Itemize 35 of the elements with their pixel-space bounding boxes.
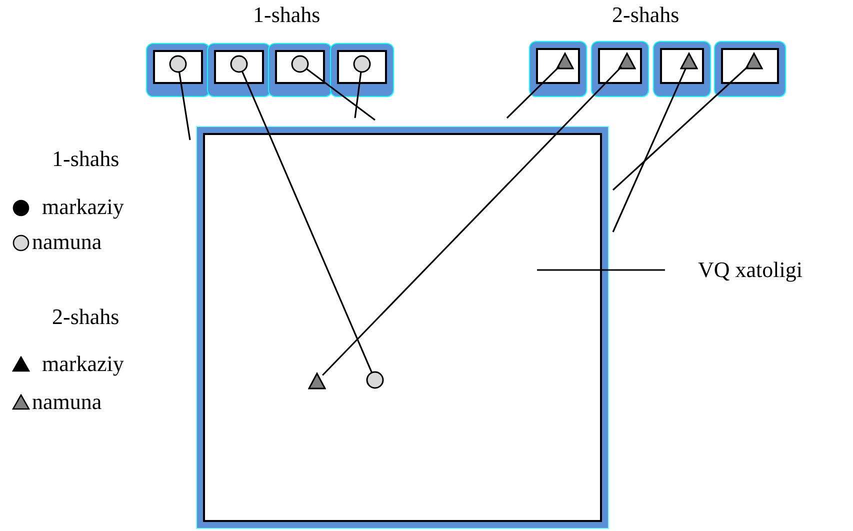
cell-frame xyxy=(208,44,270,96)
group-heading: 1-shahs xyxy=(253,4,320,26)
cell-frame xyxy=(331,44,393,96)
point-triangle xyxy=(680,52,698,70)
leader-line xyxy=(612,66,749,191)
cell-frame xyxy=(269,44,331,96)
cell-frame xyxy=(147,44,209,96)
point-triangle xyxy=(556,52,574,70)
cell-frame xyxy=(592,42,648,96)
leader-line xyxy=(612,68,686,232)
legend-label: namuna xyxy=(32,231,102,253)
group-heading: 2-shahs xyxy=(52,306,120,328)
point-circle xyxy=(169,55,187,73)
connector-line xyxy=(322,66,622,376)
leader-line xyxy=(354,72,362,118)
cell-frame xyxy=(654,42,710,96)
leader-line xyxy=(537,269,665,271)
group-heading: 2-shahs xyxy=(612,4,680,26)
point-triangle xyxy=(308,372,326,390)
point-circle xyxy=(230,55,248,73)
cell-frame xyxy=(530,42,586,96)
group-heading: 1-shahs xyxy=(52,148,120,170)
leader-line xyxy=(178,72,191,140)
point-circle xyxy=(353,55,371,73)
area-frame xyxy=(197,127,608,528)
leader-line xyxy=(506,66,560,119)
legend-label: namuna xyxy=(32,391,102,413)
legend-label: markaziy xyxy=(42,196,124,218)
point-triangle xyxy=(745,52,763,70)
point-circle xyxy=(366,371,384,389)
point-circle xyxy=(291,55,309,73)
callout-label: VQ xatoligi xyxy=(698,257,802,283)
legend-label: markaziy xyxy=(42,353,124,375)
cell-frame xyxy=(715,42,785,96)
point-triangle xyxy=(618,52,636,70)
